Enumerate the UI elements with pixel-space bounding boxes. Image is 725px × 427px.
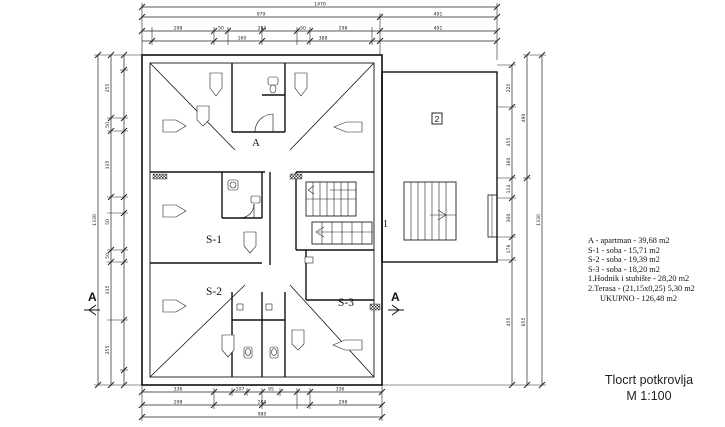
dim-top-seg-3: 283 (258, 26, 267, 32)
dim-right-seg-6: 176 (506, 245, 512, 254)
dim-left-seg-2: 50 (105, 122, 111, 128)
room-label-a: A (252, 137, 260, 149)
dim-left-total: 1330 (92, 214, 98, 226)
dim-top-seg-2: 50 (218, 26, 224, 32)
drawing-title: Tlocrt potkrovlja (604, 373, 694, 387)
dim-bottom2-seg-1: 298 (174, 400, 183, 406)
legend-line-1: A - apartman - 39,68 m2 (588, 236, 670, 245)
dim-right-inner-1: 490 (521, 114, 527, 123)
room-label-stair: 1 (383, 219, 388, 230)
dim-top-seg-1: 298 (174, 26, 183, 32)
dim-left-seg-6: 50 (105, 253, 111, 259)
dim-top-total: 1470 (314, 2, 326, 8)
dim-right-seg-3: 360 (506, 158, 512, 167)
dim-right-seg-2: 455 (506, 138, 512, 147)
dim-right-inner-2: 655 (521, 318, 527, 327)
legend-line-5: 1.Hodnik i stubište - 28,20 m2 (588, 274, 690, 284)
room-label-terrace: 2 (435, 114, 440, 124)
legend-line-4: S-3 - soba - 18,20 m2 (588, 264, 660, 274)
legend-line-6: 2.Terasa - (21,15x0,25) 5,30 m2 (588, 283, 695, 293)
dim-right-seg-1: 225 (506, 84, 512, 93)
room-label-s1: S-1 (206, 234, 222, 246)
dim-right-seg-7: 455 (506, 318, 512, 327)
dim-bottom-seg-3: 95 (268, 387, 274, 393)
dim-top-seg-4: 50 (300, 26, 306, 32)
terrace-number-box (431, 112, 443, 125)
room-label-s2: S-2 (206, 286, 222, 298)
dim-bottom-seg-2: 107 (236, 387, 245, 393)
dim-top-part-1: 979 (257, 12, 266, 18)
dim-bottom2-seg-3: 298 (339, 400, 348, 406)
legend-line-2: S-1 - soba - 15,71 m2 (588, 245, 660, 255)
section-mark-left: A (88, 290, 97, 304)
dim-left-seg-7: 255 (105, 346, 111, 355)
legend-total: UKUPNO - 126,48 m2 (600, 293, 677, 303)
dim-bottom-total: 980 (258, 412, 267, 418)
dim-top-seg-5: 298 (339, 26, 348, 32)
drawing-scale: M 1:100 (626, 389, 672, 403)
legend-line-3: S-2 - soba - 19,39 m2 (588, 255, 660, 265)
area-legend: A - apartman - 39,68 m2 S-1 - soba - 15,… (588, 236, 695, 303)
section-mark-right: A (391, 290, 400, 304)
dim-right-seg-4: 114 (506, 185, 512, 194)
dim-top-part-2: 491 (434, 12, 443, 18)
dim-top-small-2: 388 (319, 36, 328, 42)
dim-bottom-seg-1: 336 (174, 387, 183, 393)
dim-bottom2-seg-2: 283 (258, 400, 267, 406)
dim-right-total: 1330 (536, 214, 542, 226)
room-label-s3: S-3 (338, 297, 354, 309)
dim-left-seg-1: 255 (105, 84, 111, 93)
dim-bottom-seg-4: 336 (336, 387, 345, 393)
dim-top-seg-6: 491 (434, 26, 443, 32)
dim-left-seg-5: 335 (105, 286, 111, 295)
dim-right-seg-5: 300 (506, 214, 512, 223)
drawing-title-block: Tlocrt potkrovlja M 1:100 (590, 372, 708, 404)
dim-top-small-1: 160 (238, 36, 247, 42)
dim-left-seg-3: 335 (105, 161, 111, 170)
dim-left-seg-4: 50 (105, 219, 111, 225)
